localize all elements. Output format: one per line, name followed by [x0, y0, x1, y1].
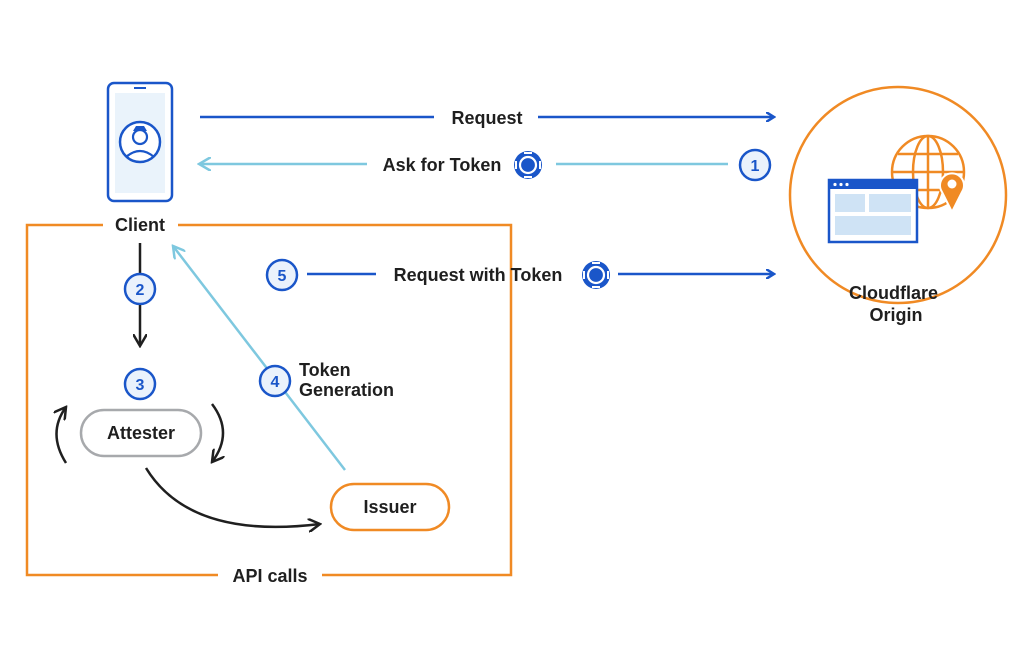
step-4-badge: 4	[258, 364, 292, 398]
user-avatar-icon	[118, 120, 162, 164]
location-pin-icon	[939, 172, 965, 215]
step-1-badge: 1	[738, 148, 772, 182]
svg-text:3: 3	[136, 377, 145, 394]
step-5-badge: 5	[265, 258, 299, 292]
attester-cycle-right-arrow	[212, 403, 223, 462]
token-icon	[512, 149, 544, 181]
svg-text:2: 2	[136, 282, 145, 299]
attester-to-issuer-arrow	[144, 467, 320, 527]
issuer-label: Issuer	[363, 497, 416, 517]
request-with-token-label: Request with Token	[394, 265, 563, 285]
step-2-badge: 2	[123, 272, 157, 306]
svg-text:4: 4	[271, 374, 280, 391]
svg-text:1: 1	[751, 158, 760, 175]
origin-label: Cloudflare Origin	[849, 283, 943, 325]
api-calls-label: API calls	[232, 566, 307, 586]
token-generation-label: Token Generation	[299, 360, 394, 400]
attester-cycle-left-arrow	[57, 407, 67, 464]
svg-text:5: 5	[278, 268, 287, 285]
ask-for-token-label: Ask for Token	[383, 155, 502, 175]
client-label: Client	[115, 215, 165, 235]
issuer-node	[329, 482, 451, 532]
request-label: Request	[451, 108, 522, 128]
attester-node	[79, 408, 203, 458]
attester-label: Attester	[107, 423, 175, 443]
browser-window-icon	[827, 178, 919, 244]
api-calls-frame	[25, 223, 513, 577]
token-icon	[580, 259, 612, 291]
token-generation-arrow	[173, 246, 346, 471]
step-3-badge: 3	[123, 367, 157, 401]
